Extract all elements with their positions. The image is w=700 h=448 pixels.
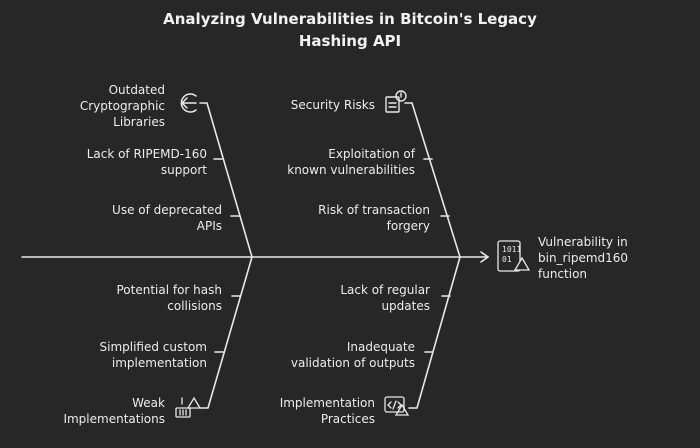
label-line: validation of outputs (290, 356, 415, 370)
label-line: bin_ripemd160 (538, 251, 629, 265)
problem-statement: Vulnerability in bin_ripemd160 function (538, 234, 628, 282)
label-line: Security Risks (290, 98, 375, 112)
title-line: Analyzing Vulnerabilities in Bitcoin's L… (163, 10, 537, 28)
category-label: Security Risks (291, 97, 375, 113)
cause-label: Inadequate validation of outputs (291, 339, 415, 371)
label-line: Vulnerability in (538, 235, 628, 249)
cause-label: Potential for hash collisions (116, 282, 222, 314)
code-warning-icon (384, 396, 410, 416)
label-line: implementation (111, 356, 207, 370)
binary-warning-icon: 1011 01 (497, 240, 531, 272)
bone-outdated-libraries (199, 102, 253, 258)
label-line: Potential for hash (116, 283, 222, 297)
title-line: Hashing API (298, 32, 402, 50)
arrow-back-circle-icon (180, 93, 197, 113)
document-alert-icon (385, 90, 407, 113)
label-line: Exploitation of (328, 147, 415, 161)
label-line: Libraries (113, 115, 165, 129)
label-line: Inadequate (346, 340, 415, 354)
label-line: Cryptographic (79, 99, 165, 113)
label-line: Outdated (108, 83, 165, 97)
label-line: collisions (167, 299, 222, 313)
svg-text:1011: 1011 (502, 245, 521, 254)
label-line: known vulnerabilities (287, 163, 415, 177)
svg-text:01: 01 (502, 255, 512, 264)
label-line: Implementation (279, 396, 375, 410)
label-line: APIs (196, 219, 222, 233)
cause-label: Lack of RIPEMD-160 support (87, 146, 207, 178)
label-line: Practices (320, 412, 375, 426)
label-line: Lack of regular (340, 283, 430, 297)
label-line: Simplified custom (99, 340, 208, 354)
label-line: Implementations (63, 412, 165, 426)
bone-implementation-practices (408, 256, 461, 409)
label-line: Lack of RIPEMD-160 (86, 147, 207, 161)
bone-weak-implementations (199, 256, 253, 409)
label-line: Use of deprecated (112, 203, 222, 217)
label-line: support (160, 163, 207, 177)
label-line: updates (381, 299, 430, 313)
label-line: forgery (386, 219, 430, 233)
cause-label: Simplified custom implementation (100, 339, 208, 371)
label-line: function (538, 267, 588, 281)
cause-label: Exploitation of known vulnerabilities (287, 146, 415, 178)
crane-warning-icon (175, 396, 202, 418)
cause-label: Lack of regular updates (340, 282, 430, 314)
label-line: Risk of transaction (318, 203, 430, 217)
spine-arrowhead (480, 251, 490, 263)
diagram-title: Analyzing Vulnerabilities in Bitcoin's L… (0, 8, 700, 52)
bone-security-risks (404, 102, 461, 258)
cause-label: Risk of transaction forgery (318, 202, 430, 234)
label-line: Weak (132, 396, 165, 410)
